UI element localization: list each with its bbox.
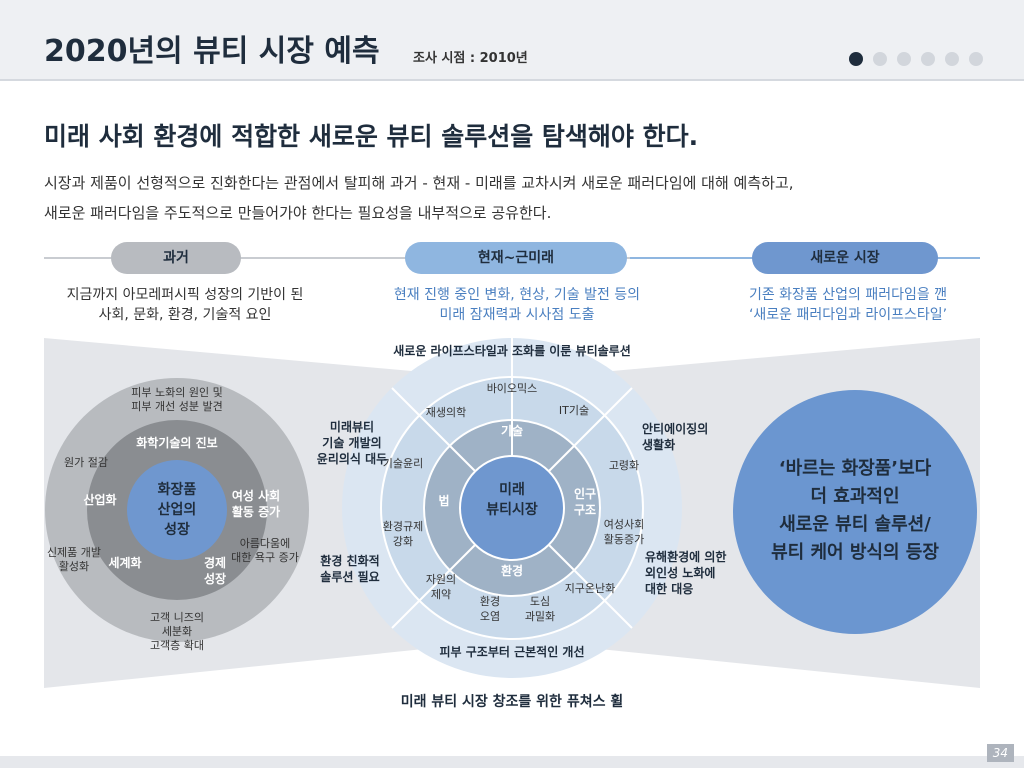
timeline-past-pill: 과거: [111, 242, 241, 274]
wheel-side-text-left: 미래뷰티: [330, 419, 374, 434]
wheel-outer-text: 여성사회: [604, 518, 644, 531]
wheel-outer-text: 오염: [480, 610, 500, 623]
future-bubble: [733, 390, 977, 634]
future-bubble-text: 새로운 뷰티 솔루션/: [779, 514, 931, 535]
past-description: 지금까지 아모레퍼시픽 성장의 기반이 된 사회, 문화, 환경, 기술적 요인: [20, 285, 350, 325]
left-inner-text: 여성 사회: [232, 488, 280, 503]
pagination-dot-1[interactable]: [849, 52, 863, 66]
wheel-spoke-top-right: [548, 387, 633, 472]
wheel-outer-text: 고령화: [609, 459, 639, 472]
left-outer-text: 고객 니즈의: [150, 611, 204, 624]
future-bubble-text: 더 효과적인: [810, 486, 899, 507]
wheel-spoke-top-left: [391, 387, 476, 472]
wheel-inner-text: 환경: [501, 563, 523, 578]
wheel-outer-text: 환경: [480, 595, 500, 608]
left-center-text: 성장: [164, 521, 190, 538]
left-outer-text: 활성화: [59, 559, 89, 573]
timeline-future-pill: 새로운 시장: [752, 242, 938, 274]
future-bubble-text: 뷰티 케어 방식의 등장: [771, 542, 939, 563]
wheel-outer-text: IT기술: [559, 404, 589, 417]
left-center-text: 화장품: [158, 481, 197, 498]
left-outer-text: 아름다움에: [240, 537, 291, 550]
wheel-side-text-right: 대한 대응: [645, 581, 693, 596]
wheel-outer-text: 제약: [431, 587, 451, 601]
wheel-inner-text: 인구: [574, 486, 596, 501]
future-description: 기존 화장품 산업의 패러다임을 깬 ‘새로운 패러다임과 라이프스타일’: [688, 285, 1008, 325]
wheel-side-text-right: 생활화: [642, 437, 675, 452]
description-line-1: 시장과 제품이 선형적으로 진화한다는 관점에서 탈피해 과거 - 현재 - 미…: [44, 174, 794, 192]
left-center-circle: [127, 460, 227, 560]
present-line-1: 현재 진행 중인 변화, 현상, 기술 발전 등의: [393, 287, 641, 303]
pagination-dot-5[interactable]: [945, 52, 959, 66]
wheel-side-text-left: 윤리의식 대두: [317, 451, 387, 466]
wheel-outer-text: 재생의학: [426, 406, 466, 419]
wheel-outer-text: 지구온난화: [565, 582, 616, 595]
past-line-2: 사회, 문화, 환경, 기술적 요인: [98, 307, 272, 323]
wheel-center-text: 뷰티시장: [486, 501, 538, 518]
wheel-top-label: 새로운 라이프스타일과 조화를 이룬 뷰티솔루션: [393, 343, 631, 358]
pagination-dot-6[interactable]: [969, 52, 983, 66]
left-outer-text: 원가 절감: [64, 456, 108, 469]
pagination-dot-3[interactable]: [897, 52, 911, 66]
future-line-1: 기존 화장품 산업의 패러다임을 깬: [748, 287, 948, 303]
left-outer-text: 대한 욕구 증가: [231, 551, 299, 564]
wheel-outer-text: 활동증가: [604, 532, 644, 546]
present-line-2: 미래 잠재력과 시사점 도출: [439, 307, 595, 323]
left-outer-text: 고객층 확대: [150, 639, 204, 652]
wheel-outer-text: 자원의: [426, 573, 456, 586]
wheel-inner-text: 기술: [501, 423, 523, 438]
left-outer-text: 세분화: [162, 625, 192, 638]
wheel-side-text-right: 유해환경에 의한: [645, 549, 726, 564]
left-outer-text: 피부 노화의 원인 및: [131, 386, 222, 399]
left-inner-text: 경제: [204, 556, 226, 570]
left-inner-text: 화학기술의 진보: [136, 435, 217, 450]
description-line-2: 새로운 패러다임을 주도적으로 만들어가야 한다는 필요성을 내부적으로 공유한…: [44, 204, 552, 222]
wheel-inner-text: 법: [438, 493, 449, 508]
wheel-outer-text: 도심: [530, 595, 550, 608]
header-divider: [0, 79, 1024, 81]
footer-bar: [0, 756, 1024, 768]
headline: 미래 사회 환경에 적합한 새로운 뷰티 솔루션을 탐색해야 한다.: [44, 122, 699, 151]
wheel-side-text-left: 솔루션 필요: [320, 569, 379, 584]
left-inner-text: 활동 증가: [232, 504, 280, 519]
page-subtitle: 조사 시점 : 2010년: [413, 51, 528, 66]
pagination-dot-4[interactable]: [921, 52, 935, 66]
wheel-side-text-right: 안티에이징의: [642, 421, 708, 436]
wheel-side-text-right: 외인성 노화에: [645, 565, 715, 580]
wheel-outer-text: 과밀화: [525, 610, 555, 623]
future-line-2: ‘새로운 패러다임과 라이프스타일’: [748, 307, 948, 323]
left-center-text: 산업의: [158, 501, 197, 518]
diagram-caption: 미래 뷰티 시장 창조를 위한 퓨쳐스 휠: [401, 693, 623, 710]
present-description: 현재 진행 중인 변화, 현상, 기술 발전 등의 미래 잠재력과 시사점 도출: [352, 285, 682, 325]
future-bubble-text: ‘바르는 화장품’보다: [779, 458, 932, 479]
wheel-spoke-bottom-left: [391, 544, 476, 629]
left-outer-text: 신제품 개발: [47, 546, 101, 559]
page-number: 34: [986, 744, 1014, 762]
left-inner-text: 산업화: [83, 492, 116, 507]
wheel-spoke-bottom-right: [548, 544, 633, 629]
wheel-bottom-label: 피부 구조부터 근본적인 개선: [439, 644, 584, 659]
wheel-side-text-left: 기술 개발의: [322, 435, 381, 450]
left-inner-text: 세계화: [108, 555, 141, 570]
wheel-outer-text: 바이오믹스: [487, 382, 538, 395]
left-outer-text: 피부 개선 성분 발견: [131, 400, 222, 413]
left-inner-text: 성장: [204, 572, 226, 586]
wheel-outer-text: 강화: [393, 535, 413, 548]
wheel-outer-text: 기술윤리: [383, 457, 423, 470]
past-line-1: 지금까지 아모레퍼시픽 성장의 기반이 된: [66, 287, 304, 303]
wheel-side-text-left: 환경 친화적: [320, 553, 379, 568]
wheel-center-text: 미래: [499, 482, 525, 498]
timeline-present-pill: 현재~근미래: [405, 242, 627, 274]
wheel-outer-text: 환경규제: [383, 520, 423, 533]
pagination-dot-2[interactable]: [873, 52, 887, 66]
wheel-inner-text: 구조: [574, 503, 596, 517]
header-bar: [0, 0, 1024, 80]
page-title: 2020년의 뷰티 시장 예측: [44, 34, 380, 69]
